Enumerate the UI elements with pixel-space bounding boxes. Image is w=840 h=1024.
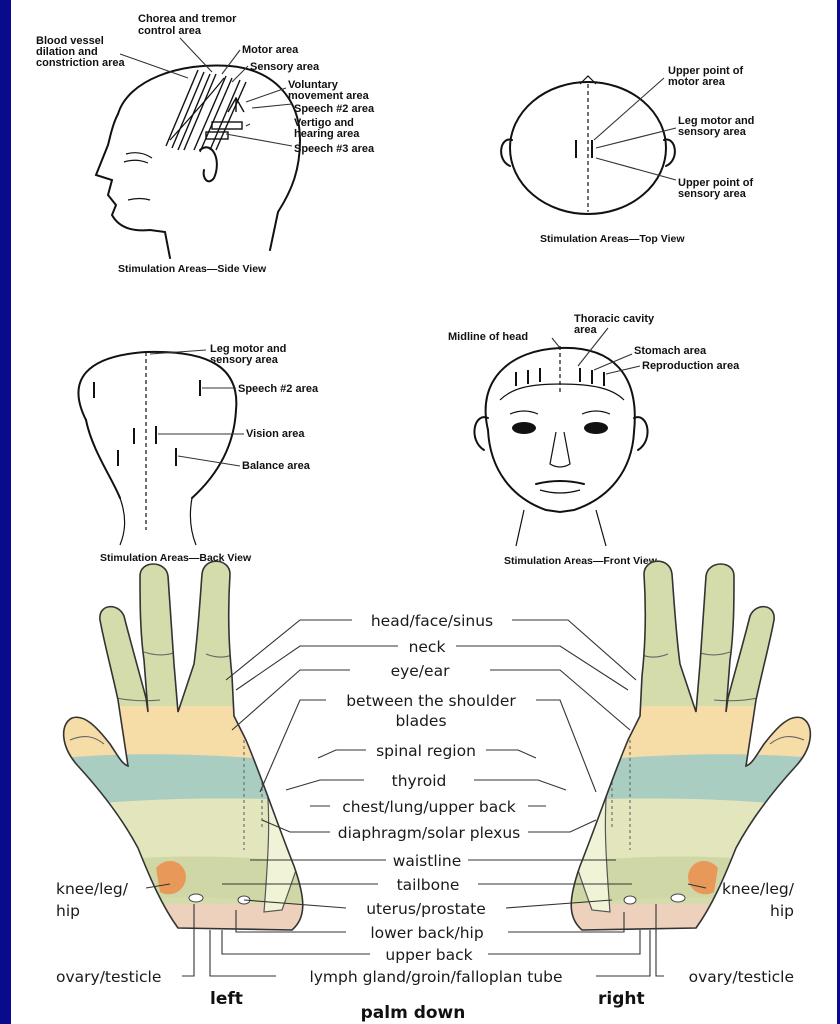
front-view-head	[474, 328, 647, 546]
hand-label-neck: neck	[409, 638, 446, 656]
back-label-leg-2: sensory area	[210, 354, 279, 366]
hand-label-left: left	[210, 989, 243, 1009]
hand-label-head: head/face/sinus	[371, 612, 493, 630]
front-label-reproduction: Reproduction area	[642, 360, 740, 372]
front-label-midline: Midline of head	[448, 331, 528, 343]
right-hand	[534, 540, 834, 964]
hand-label-upper-back: upper back	[385, 946, 472, 964]
back-view-head	[79, 350, 245, 545]
side-label-motor: Motor area	[242, 44, 299, 56]
side-label-chorea-2: control area	[138, 25, 202, 37]
hand-label-knee-right-1: knee/leg/	[722, 880, 795, 898]
hand-label-between-1: between the shoulder	[346, 692, 516, 710]
side-label-chorea-1: Chorea and tremor	[138, 13, 237, 25]
side-label-sensory: Sensory area	[250, 61, 320, 73]
hand-label-tailbone: tailbone	[397, 876, 460, 894]
hand-label-right: right	[598, 989, 645, 1009]
side-label-speech2: Speech #2 area	[294, 103, 375, 115]
back-label-balance: Balance area	[242, 460, 311, 472]
hand-label-diaphragm: diaphragm/solar plexus	[338, 824, 520, 842]
top-label-upper-motor-2: motor area	[668, 76, 726, 88]
hand-label-knee-right-2: hip	[770, 902, 794, 920]
top-label-leg-2: sensory area	[678, 126, 747, 138]
top-view-head	[501, 76, 676, 214]
top-view-caption: Stimulation Areas—Top View	[540, 233, 685, 245]
side-label-blood-3: constriction area	[36, 57, 126, 69]
front-label-thoracic-2: area	[574, 324, 598, 336]
side-label-voluntary-2: movement area	[288, 90, 370, 102]
side-label-vertigo-2: hearing area	[294, 128, 360, 140]
back-label-vision: Vision area	[246, 428, 305, 440]
hand-label-ovary-left: ovary/testicle	[56, 968, 161, 986]
hand-label-waist: waistline	[393, 852, 462, 870]
hand-label-eye: eye/ear	[391, 662, 451, 680]
hand-label-thyroid: thyroid	[392, 772, 447, 790]
top-label-upper-sensory-2: sensory area	[678, 188, 747, 200]
hand-label-palm-down: palm down	[361, 1003, 466, 1023]
back-view-caption: Stimulation Areas—Back View	[100, 552, 252, 564]
hand-label-uterus: uterus/prostate	[366, 900, 486, 918]
hand-label-knee-left-2: hip	[56, 902, 80, 920]
hand-label-ovary-right: ovary/testicle	[689, 968, 794, 986]
front-label-stomach: Stomach area	[634, 345, 707, 357]
front-view-caption: Stimulation Areas—Front View	[504, 555, 658, 567]
hand-label-spinal: spinal region	[376, 742, 476, 760]
hand-label-lower-back: lower back/hip	[370, 924, 483, 942]
hand-label-lymph: lymph gland/groin/falloplan tube	[309, 968, 562, 986]
left-hand	[40, 540, 340, 964]
back-label-speech2: Speech #2 area	[238, 383, 319, 395]
hand-label-between-2: blades	[395, 712, 446, 730]
hand-label-knee-left-1: knee/leg/	[56, 880, 129, 898]
side-stripes	[166, 70, 246, 152]
hand-label-chest: chest/lung/upper back	[342, 798, 515, 816]
side-label-speech3: Speech #3 area	[294, 143, 375, 155]
side-view-caption: Stimulation Areas—Side View	[118, 263, 267, 275]
